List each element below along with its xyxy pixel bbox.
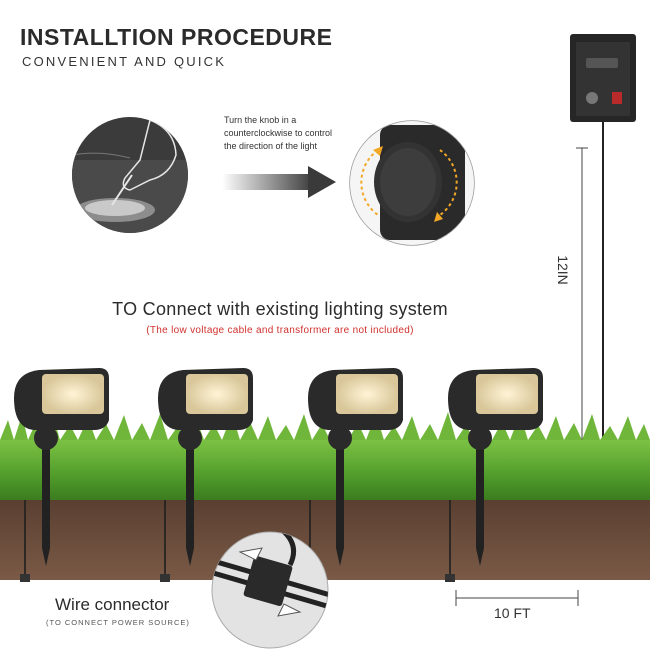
height-label: 12IN [554, 255, 571, 285]
wire-connector-label: Wire connector [55, 595, 170, 614]
spotlight-icon [14, 368, 543, 566]
arrow-right-icon [222, 166, 336, 198]
distance-label: 10 FT [494, 605, 531, 621]
knob-detail-illustration [349, 120, 475, 246]
knob-instruction-text: Turn the knob in a counterclockwise to c… [224, 115, 333, 151]
connect-note: (The low voltage cable and transformer a… [146, 325, 414, 336]
soil-layer [0, 500, 650, 580]
connect-heading: TO Connect with existing lighting system [112, 299, 448, 319]
wire-connector-icon [211, 531, 329, 649]
stake-insertion-illustration [72, 117, 188, 233]
page-title: INSTALLTION PROCEDURE [20, 24, 333, 50]
wire-connector-sublabel: (TO CONNECT POWER SOURCE) [46, 618, 190, 627]
distance-dimension-line [455, 590, 579, 606]
page-subtitle: CONVENIENT AND QUICK [22, 54, 227, 69]
